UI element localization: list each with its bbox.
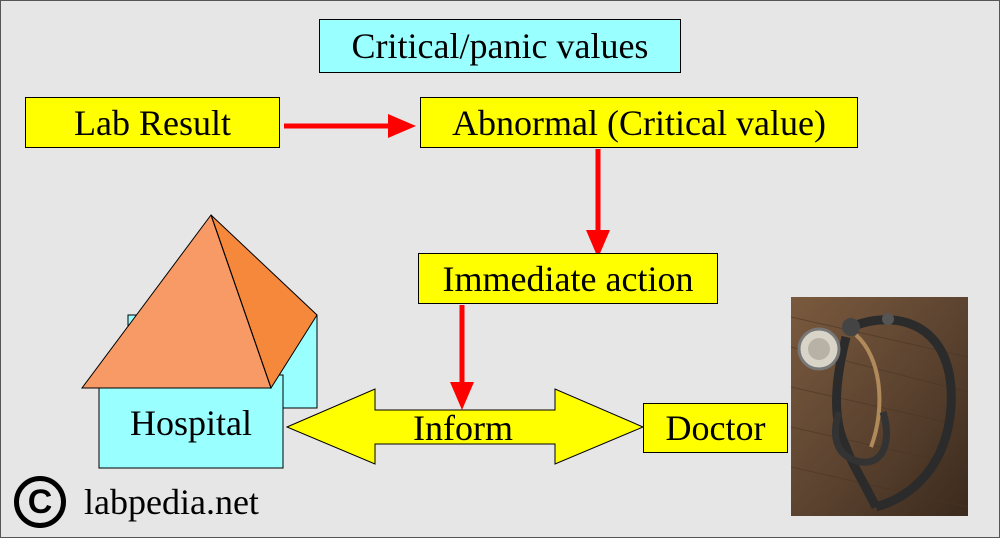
node-hospital-label: Hospital <box>130 403 252 443</box>
diagram-title: Critical/panic values <box>319 19 681 73</box>
hospital-illustration <box>81 213 318 469</box>
arrow-abnormal-to-action <box>586 149 610 258</box>
node-lab-result: Lab Result <box>25 97 280 148</box>
watermark-text: labpedia.net <box>84 482 259 522</box>
copyright-icon: C <box>14 476 66 528</box>
node-abnormal: Abnormal (Critical value) <box>420 97 858 148</box>
hospital-front-wall <box>98 374 284 469</box>
node-inform-label: Inform <box>413 408 513 448</box>
node-doctor: Doctor <box>643 403 788 453</box>
arrow-lab-to-abnormal <box>284 114 416 138</box>
arrow-action-to-inform <box>450 305 474 410</box>
stethoscope-photo <box>791 297 968 516</box>
watermark: C labpedia.net <box>14 476 259 528</box>
node-immediate-action: Immediate action <box>418 253 718 304</box>
